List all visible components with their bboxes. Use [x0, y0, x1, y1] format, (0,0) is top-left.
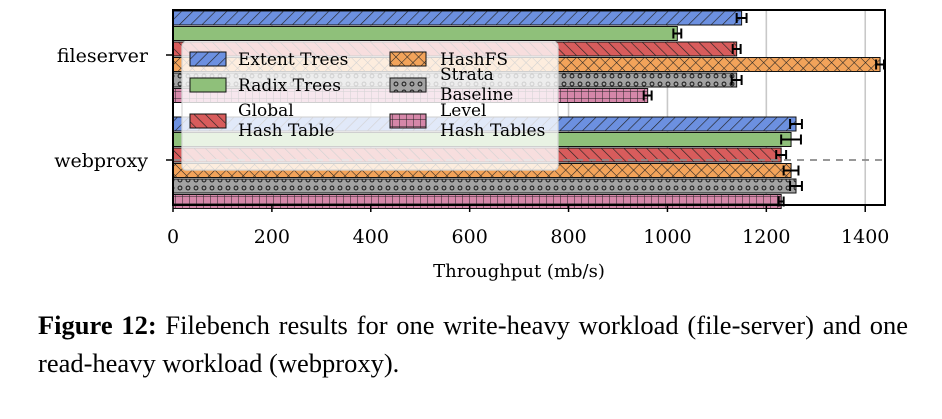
legend-label: Extent Trees: [238, 50, 348, 70]
legend-box: [181, 41, 559, 171]
category-label: fileserver: [57, 45, 149, 67]
x-tick-label: 400: [353, 226, 389, 248]
bar-hatch: [173, 11, 742, 25]
bar-hatch: [173, 179, 796, 193]
x-tick-label: 1400: [841, 226, 889, 248]
legend-label: Baseline: [440, 85, 513, 105]
legend-label: Radix Trees: [238, 76, 341, 96]
x-tick-label: 800: [550, 226, 586, 248]
legend-swatch-hatch: [190, 114, 226, 128]
caption-label: Figure 12:: [38, 310, 157, 340]
legend-swatch-hatch: [390, 78, 426, 92]
legend-label: Level: [440, 101, 486, 121]
legend-label: Strata: [440, 65, 494, 85]
figure-caption: Figure 12: Filebench results for one wri…: [38, 306, 908, 382]
legend-swatch-hatch: [390, 52, 426, 66]
legend: Extent Trees HashFS Radix Trees StrataBasel…: [181, 41, 559, 171]
x-axis-label: Throughput (mb/s): [433, 261, 605, 282]
bar-hatch: [173, 194, 782, 209]
legend-label: HashFS: [440, 50, 508, 70]
legend-swatch-hatch: [390, 114, 426, 128]
x-tick-label: 0: [167, 226, 179, 248]
legend-label: Global: [238, 101, 294, 121]
legend-label: Hash Tables: [440, 121, 545, 141]
x-tick-label: 200: [254, 226, 290, 248]
bar: [172, 26, 678, 41]
plot-frame: [172, 9, 886, 206]
legend-label: Hash Table: [238, 121, 335, 141]
x-axis: 0 200 400 600 800 1000 1200 1400: [167, 205, 889, 248]
y-axis: fileserver webproxy: [54, 45, 173, 172]
category-label: webproxy: [54, 150, 148, 172]
legend-swatch: [189, 77, 227, 93]
x-tick-label: 1200: [742, 226, 790, 248]
x-tick-label: 600: [452, 226, 488, 248]
caption-text: Filebench results for one write-heavy wo…: [38, 310, 908, 378]
x-tick-label: 1000: [643, 226, 691, 248]
legend-swatch-hatch: [190, 52, 226, 66]
